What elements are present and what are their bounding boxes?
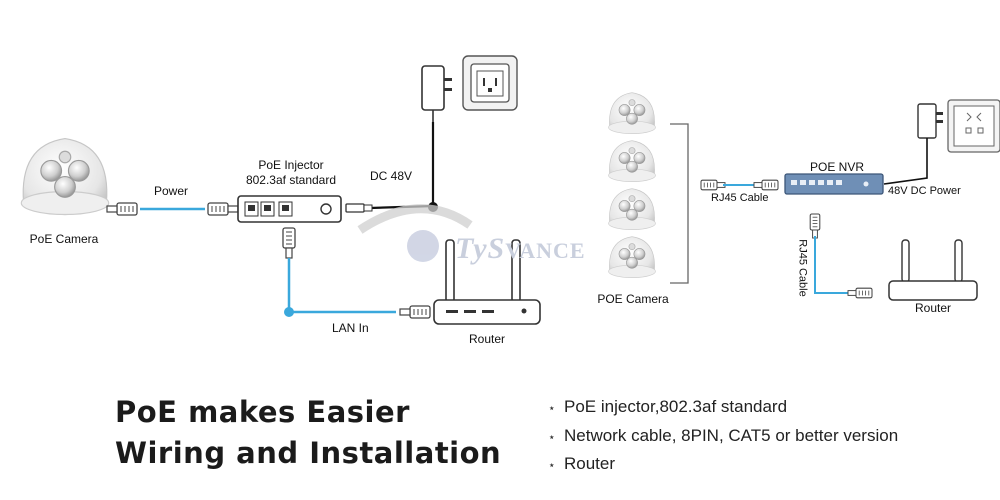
junction-dot	[284, 307, 294, 317]
feature-text: Router	[564, 454, 616, 473]
label-poe-camera-right: POE Camera	[597, 292, 669, 306]
camera-group-bracket	[670, 123, 689, 284]
dc-power-cable-nvr	[883, 138, 928, 185]
label-dc48v: DC 48V	[370, 169, 413, 183]
dome-camera-icon	[608, 92, 656, 134]
watermark-logo	[357, 204, 473, 262]
rj45-plug-icon	[282, 227, 296, 259]
power-adapter-icon	[917, 103, 943, 139]
wall-outlet-icon	[947, 99, 1000, 153]
watermark-text: TySVANCE	[455, 232, 586, 266]
rj45-plug-icon	[207, 202, 239, 216]
feature-item: ⋆ Router	[548, 450, 898, 479]
star-bullet-icon: ⋆	[548, 458, 556, 472]
label-router-right: Router	[914, 301, 952, 315]
dc-plug-icon	[345, 203, 373, 213]
dome-camera-icon	[608, 140, 656, 182]
label-48v-dc-power: 48V DC Power	[888, 185, 961, 197]
rj45-cable-vertical	[814, 236, 852, 294]
nvr-icon	[784, 173, 884, 195]
feature-text: Network cable, 8PIN, CAT5 or better vers…	[564, 425, 899, 445]
label-power: Power	[154, 184, 189, 198]
power-adapter-icon	[421, 65, 452, 122]
rj45-plug-icon	[809, 213, 821, 239]
label-injector-line2: 802.3af standard	[245, 173, 337, 187]
rj45-plug-icon	[106, 202, 138, 216]
lan-in-cable	[287, 258, 396, 314]
watermark-prefix: TyS	[455, 232, 506, 265]
feature-text: PoE injector,802.3af standard	[564, 397, 788, 416]
rj45-plug-icon	[700, 179, 726, 191]
label-rj45-cable-vertical: RJ45 Cable	[796, 239, 809, 297]
dc-power-cable	[369, 122, 435, 210]
watermark-rest: VANCE	[505, 238, 586, 263]
label-rj45-cable-horizontal: RJ45 Cable	[711, 192, 769, 204]
star-bullet-icon: ⋆	[548, 401, 556, 415]
feature-item: ⋆ PoE injector,802.3af standard	[548, 393, 898, 422]
label-lan-in: LAN In	[332, 321, 369, 335]
headline-line2: Wiring and Installation	[115, 436, 502, 470]
router-icon	[888, 239, 978, 301]
router-icon	[433, 239, 541, 325]
label-injector-line1: PoE Injector	[258, 158, 324, 172]
label-poe-camera-left: PoE Camera	[29, 232, 99, 246]
poe-injector-icon	[237, 195, 342, 223]
dome-camera-icon	[608, 188, 656, 230]
dome-camera-icon	[20, 138, 110, 216]
wall-outlet-icon	[462, 55, 518, 111]
feature-item: ⋆ Network cable, 8PIN, CAT5 or better ver…	[548, 422, 898, 451]
headline-line1: PoE makes Easier	[115, 395, 410, 429]
rj45-plug-icon	[753, 179, 779, 191]
dome-camera-icon	[608, 236, 656, 278]
star-bullet-icon: ⋆	[548, 429, 556, 444]
label-router-left: Router	[468, 332, 506, 346]
label-poe-nvr: POE NVR	[810, 160, 865, 174]
feature-list: ⋆ PoE injector,802.3af standard ⋆ Network …	[548, 393, 898, 479]
rj45-plug-icon	[847, 287, 873, 299]
rj45-plug-icon	[399, 305, 431, 319]
